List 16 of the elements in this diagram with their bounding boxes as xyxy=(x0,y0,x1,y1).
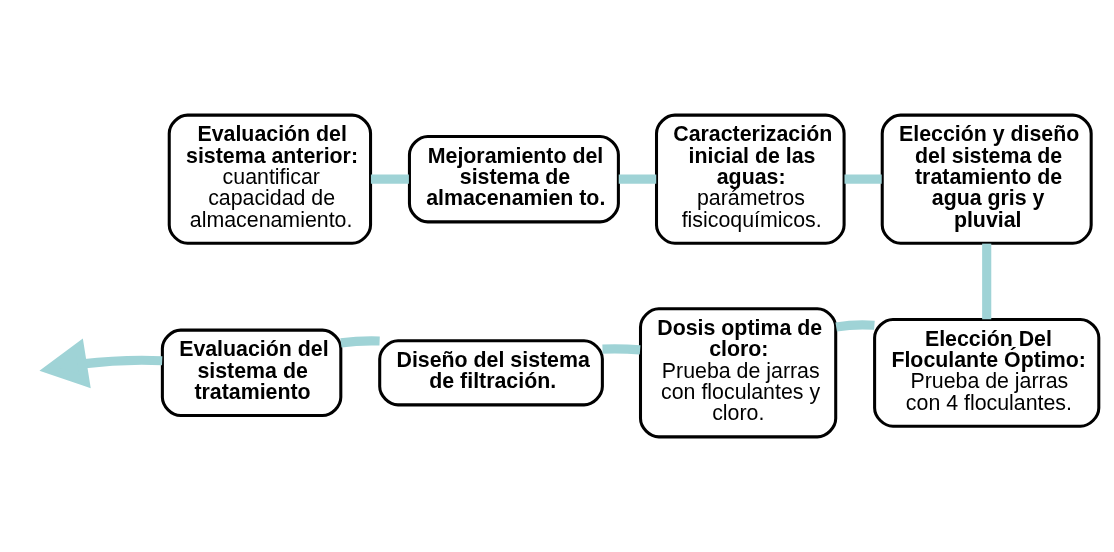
node-box: Diseño del sistema de filtración. xyxy=(378,339,604,407)
node-box: Caracterización inicial de las aguas: parámetros fisicoquímicos. xyxy=(655,113,846,245)
connector xyxy=(982,243,992,320)
node-box: Mejoramiento del sistema de almacenamien to. xyxy=(407,134,620,224)
connector xyxy=(844,174,882,184)
node-box: Elección y diseño del sistema de tratamiento de agua gris y pluvial xyxy=(880,113,1093,245)
connector xyxy=(370,174,409,184)
connector xyxy=(835,320,875,332)
connector xyxy=(602,344,641,355)
connector xyxy=(618,174,657,184)
node-box: Dosis optima de cloro: Prueba de jarras con floculantes y cloro. xyxy=(638,307,838,439)
node-box: Evaluación del sistema de tratamiento xyxy=(160,328,343,418)
arrow xyxy=(39,338,163,389)
node-box: Elección Del Floculante Óptimo: Prueba de jarras con 4 floculantes. xyxy=(873,317,1101,428)
connector xyxy=(340,336,380,348)
node-box: Evaluación del sistema anterior: cuantificar capacidad de almacenamiento. xyxy=(167,113,373,245)
